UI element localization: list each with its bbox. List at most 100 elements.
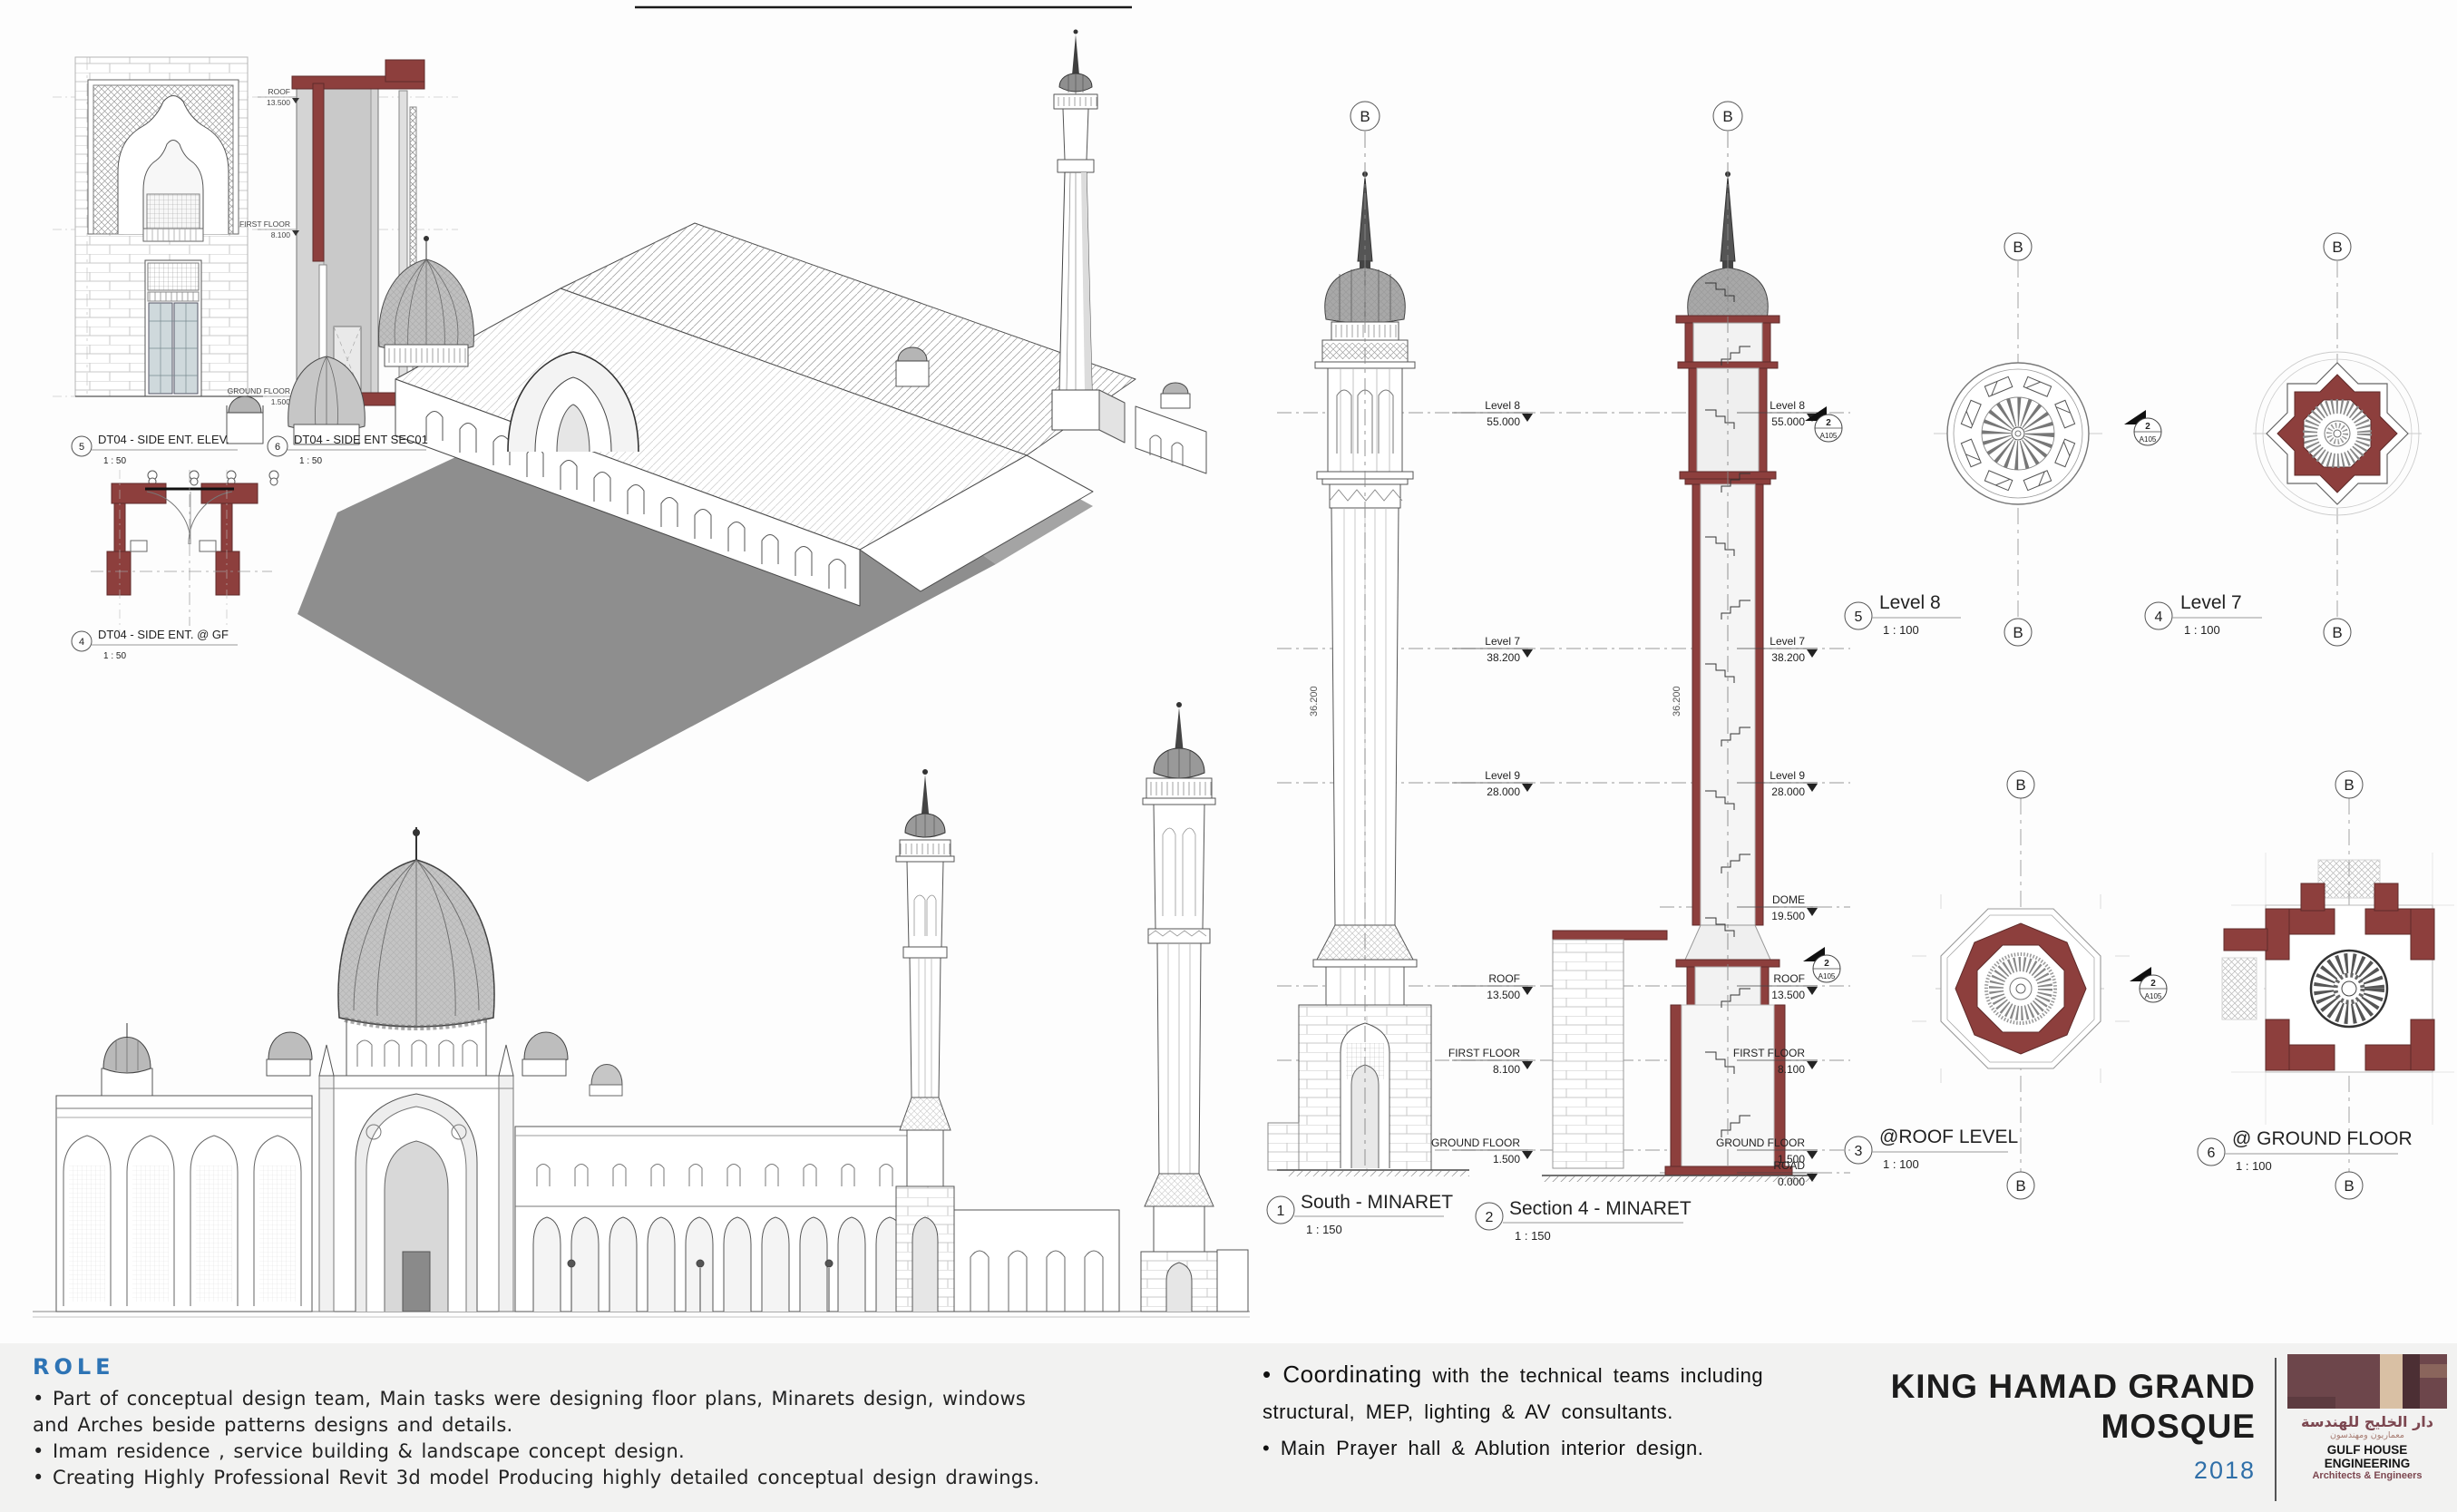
svg-text:B: B [1360, 108, 1370, 125]
level-marker: Level 9 28.000 [1452, 769, 1533, 798]
svg-text:13.500: 13.500 [1771, 989, 1805, 1001]
svg-text:B: B [2344, 776, 2354, 794]
view-label-ground-floor: 6 @ GROUND FLOOR 1 : 100 [2197, 1128, 2413, 1173]
level-marker: Level 7 38.200 [1737, 635, 1818, 664]
svg-text:1 : 100: 1 : 100 [1883, 1157, 1919, 1171]
level-marker: Level 8 55.000 [1452, 399, 1533, 428]
svg-text:1 : 100: 1 : 100 [2236, 1159, 2272, 1173]
logo-company-name: GULF HOUSE ENGINEERING [2324, 1443, 2411, 1470]
svg-text:6: 6 [275, 442, 280, 453]
level-marker: ROOF 13.500 [1452, 972, 1533, 1001]
svg-text:0.000: 0.000 [1778, 1175, 1805, 1188]
level-marker: FIRST FLOOR 8.100 [239, 219, 299, 239]
svg-text:GROUND FLOOR: GROUND FLOOR [1716, 1136, 1805, 1149]
role-bullet: • Creating Highly Professional Revit 3d … [33, 1467, 1040, 1488]
role-title: ROLE [33, 1354, 115, 1380]
svg-text:3: 3 [1855, 1144, 1863, 1159]
logo-arabic-name: دار الخليج للهندسة [2301, 1413, 2433, 1430]
south-minaret-elevation: 36.200 [1267, 171, 1469, 1176]
project-title: KING HAMAD GRAND MOSQUE 2018 [1891, 1367, 2256, 1490]
svg-text:A105: A105 [2140, 435, 2157, 444]
svg-text:B: B [1722, 108, 1732, 125]
svg-text:5: 5 [79, 442, 84, 453]
svg-text:2: 2 [1824, 959, 1829, 969]
svg-text:Level 7: Level 7 [1770, 635, 1805, 648]
level-marker: Level 9 28.000 [1737, 769, 1818, 798]
section-marker: 2 A105 [1803, 947, 1841, 983]
minaret-section: 36.200 [1542, 171, 1814, 1182]
svg-text:A105: A105 [1820, 432, 1838, 440]
svg-text:1 : 100: 1 : 100 [1883, 623, 1919, 637]
section-marker: 2 A105 [2130, 967, 2168, 1003]
gulf-house-logo-image [2287, 1354, 2447, 1409]
level-marker: Level 7 38.200 [1452, 635, 1533, 664]
svg-text:1 : 150: 1 : 150 [1515, 1229, 1551, 1243]
svg-text:GROUND FLOOR: GROUND FLOOR [228, 386, 290, 395]
svg-text:19.500: 19.500 [1771, 910, 1805, 922]
plan-level7 [2253, 261, 2423, 617]
grid-bubbles-plans: B B B B B B B B [2004, 232, 2364, 1200]
svg-text:DT04 - SIDE ENT. ELEV.: DT04 - SIDE ENT. ELEV. [98, 433, 229, 446]
svg-text:South - MINARET: South - MINARET [1301, 1192, 1453, 1213]
svg-text:B: B [2013, 624, 2023, 641]
perspective-minaret-small [895, 769, 955, 1312]
level-marker: FIRST FLOOR 8.100 [1448, 1047, 1533, 1076]
iso-dome-main [378, 236, 474, 367]
project-year: 2018 [2193, 1457, 2256, 1484]
svg-text:1.500: 1.500 [271, 397, 291, 406]
svg-text:36.200: 36.200 [1309, 686, 1320, 717]
logo-arabic-subtitle: معماريون ومهندسون [2330, 1430, 2404, 1440]
svg-text:2: 2 [2150, 979, 2156, 989]
svg-text:28.000: 28.000 [1771, 785, 1805, 798]
iso-kiosk [226, 395, 264, 444]
view-label-south-minaret: 1 South - MINARET 1 : 150 [1266, 1192, 1453, 1236]
svg-text:B: B [2332, 239, 2342, 256]
project-title-line1: KING HAMAD GRAND [1890, 1368, 2256, 1405]
role-bullet: and Arches beside patterns designs and d… [33, 1414, 513, 1436]
coord-line: • Coordinating with the technical teams … [1263, 1356, 1825, 1394]
right-arcade-wing [514, 1126, 915, 1312]
level-markers-right: Level 8 55.000 Level 7 38.200 Level 9 28… [1716, 399, 1818, 1188]
svg-text:4: 4 [79, 637, 84, 648]
svg-text:FIRST FLOOR: FIRST FLOOR [1733, 1047, 1805, 1059]
grid-centerlines [1364, 132, 1729, 1170]
role-block: ROLE • Part of conceptual design team, M… [33, 1354, 1239, 1491]
svg-text:DOME: DOME [1772, 893, 1805, 906]
view-label-section-minaret: 2 Section 4 - MINARET 1 : 150 [1475, 1198, 1692, 1243]
view-label-dt04-sec: 6 DT04 - SIDE ENT SEC01 1 : 50 [267, 433, 428, 466]
svg-text:Section 4 - MINARET: Section 4 - MINARET [1509, 1198, 1692, 1219]
view-label-level8: 5 Level 8 1 : 100 [1844, 592, 1961, 637]
svg-text:1.500: 1.500 [1493, 1153, 1520, 1166]
svg-text:A105: A105 [1818, 972, 1836, 980]
svg-text:ROOF: ROOF [268, 87, 290, 96]
svg-text:B: B [2013, 239, 2023, 256]
central-portal [266, 827, 623, 1312]
logo-step-shape [2287, 1396, 2335, 1409]
coord-rest: with the technical teams including [1421, 1364, 1764, 1387]
logo-accent-shape [2420, 1363, 2447, 1379]
view-label-level7: 4 Level 7 1 : 100 [2144, 592, 2262, 637]
level-markers-left: Level 8 55.000 Level 7 38.200 Level 9 28… [1431, 399, 1533, 1166]
view-label-dt04-elev: 5 DT04 - SIDE ENT. ELEV. 1 : 50 [71, 433, 238, 466]
role-bullet: • Part of conceptual design team, Main t… [33, 1388, 1026, 1410]
iso-kiosk-2 [895, 346, 930, 387]
svg-text:DT04 - SIDE ENT. @ GF: DT04 - SIDE ENT. @ GF [98, 628, 229, 641]
svg-text:@ GROUND FLOOR: @ GROUND FLOOR [2232, 1128, 2413, 1149]
svg-text:B: B [2344, 1177, 2354, 1195]
logo-shadow-shape [2402, 1354, 2421, 1409]
role-bullet: • Imam residence , service building & la… [33, 1440, 685, 1462]
grid-bubble: B B [1350, 101, 1743, 132]
svg-text:B: B [2015, 776, 2025, 794]
perspective-minaret-tall [1140, 702, 1218, 1312]
svg-text:FIRST FLOOR: FIRST FLOOR [1448, 1047, 1520, 1059]
svg-text:1 : 150: 1 : 150 [1306, 1223, 1342, 1236]
svg-text:2: 2 [1486, 1210, 1494, 1225]
coord-lead: • Coordinating [1263, 1361, 1422, 1388]
logo-tagline: Architects & Engineers [2312, 1470, 2423, 1481]
footer: ROLE • Part of conceptual design team, M… [0, 1343, 2457, 1512]
svg-text:2: 2 [2145, 422, 2150, 432]
coord-line: • Main Prayer hall & Ablution interior d… [1263, 1437, 1704, 1459]
titleblock-divider [2275, 1358, 2277, 1501]
svg-text:Level 8: Level 8 [1879, 592, 1941, 613]
svg-text:1 : 50: 1 : 50 [103, 456, 126, 466]
